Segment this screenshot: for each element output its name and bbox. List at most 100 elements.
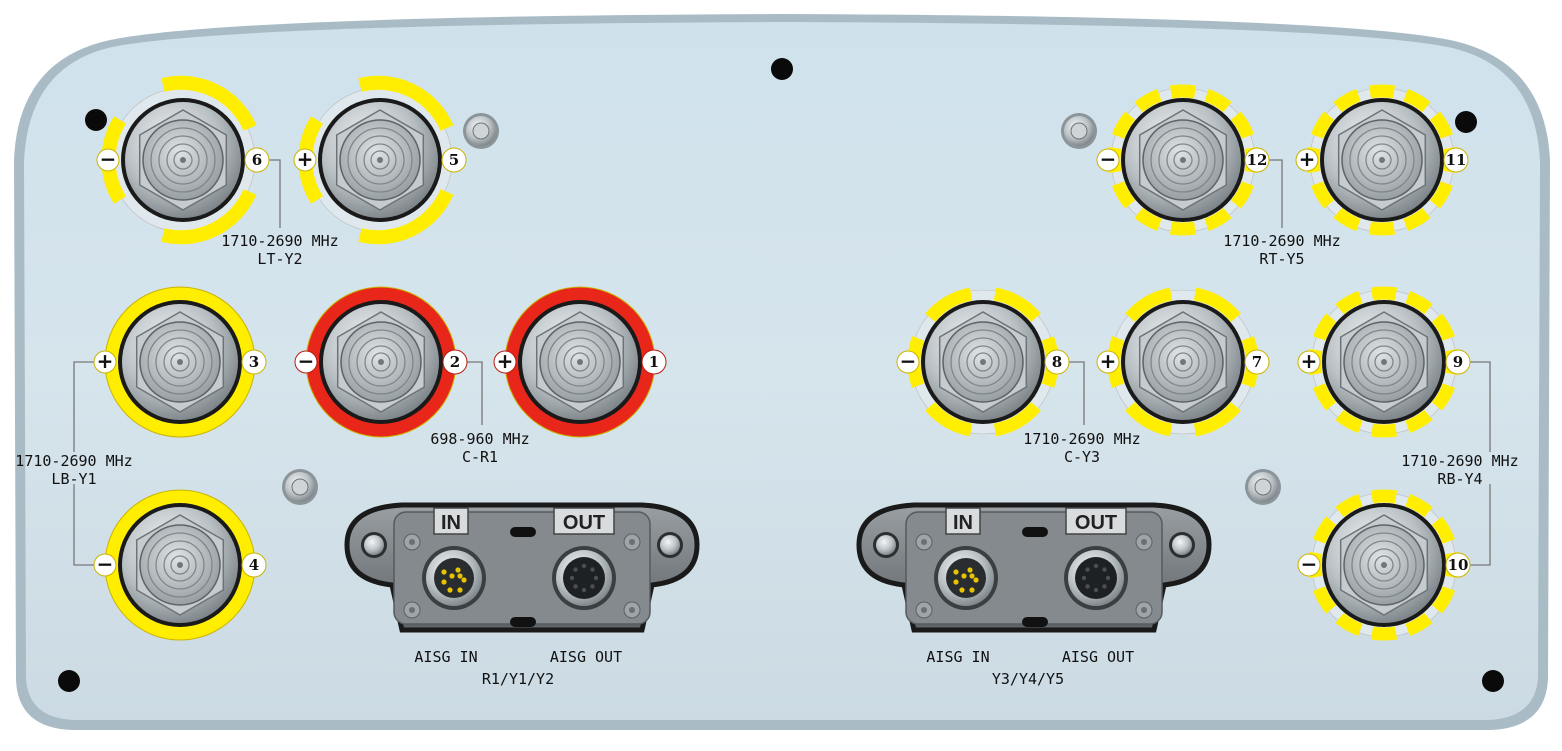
color-ring-dash <box>1313 383 1337 411</box>
color-ring-dash <box>1335 612 1363 636</box>
aisg-out-connector[interactable] <box>552 546 616 610</box>
rt-y5-id: RT-Y5 <box>1259 250 1304 268</box>
group-labels: 1710-2690 MHz LT-Y2 1710-2690 MHz RT-Y5 … <box>15 232 1518 488</box>
rf-port-10[interactable]: −10 <box>1297 489 1471 641</box>
port-number-badge <box>441 147 467 173</box>
polarity-sign: − <box>97 552 114 576</box>
aisg-group-label-2: Y3/Y4/Y5 <box>992 670 1064 688</box>
port-number-badge <box>1445 552 1471 578</box>
color-ring-dash <box>1204 89 1232 113</box>
polarity-sign: + <box>97 349 114 373</box>
port-number-badge <box>241 349 267 375</box>
color-ring-dash <box>1429 181 1453 209</box>
rt-y5-band: 1710-2690 MHz <box>1223 232 1340 250</box>
port-number-badge <box>241 552 267 578</box>
color-ring-dash <box>1112 111 1136 139</box>
polarity-badge <box>896 350 920 374</box>
polarity-badge <box>493 350 517 374</box>
screw <box>1245 469 1281 505</box>
color-ring-dash <box>1335 494 1363 518</box>
aisg-labels: AISG IN AISG OUT R1/Y1/Y2 AISG IN AISG O… <box>414 648 1134 688</box>
port-number: 5 <box>449 151 459 169</box>
color-ring-arc <box>1193 287 1241 323</box>
rf-port-6[interactable]: −6 <box>96 75 270 245</box>
mounting-hole <box>58 670 80 692</box>
mounting-hole <box>771 58 793 80</box>
rf-port-7[interactable]: +7 <box>1096 287 1270 437</box>
color-ring-dash <box>1431 383 1455 411</box>
color-ring-dash <box>1431 586 1455 614</box>
rf-port-9[interactable]: +9 <box>1297 286 1471 438</box>
polarity-sign: + <box>1301 349 1318 373</box>
aisg-in-label-1: AISG IN <box>414 648 477 666</box>
color-ring-arc <box>161 189 257 245</box>
aisg-in-connector[interactable] <box>934 546 998 610</box>
port-number: 12 <box>1247 151 1268 169</box>
aisg-out-badge: OUT <box>1075 512 1117 534</box>
color-ring-dash <box>1134 89 1162 113</box>
screws <box>282 113 1281 505</box>
color-ring-dash <box>1333 207 1361 231</box>
color-ring-dash <box>1405 494 1433 518</box>
rf-port-4[interactable]: −4 <box>93 489 267 641</box>
color-ring-dash <box>1335 291 1363 315</box>
rf-port-1[interactable]: +1 <box>493 286 667 438</box>
out-badge-box <box>1065 507 1127 535</box>
screw <box>1061 113 1097 149</box>
port-number: 8 <box>1052 353 1062 371</box>
lb-y1-band: 1710-2690 MHz <box>15 452 132 470</box>
polarity-badge <box>1295 148 1319 172</box>
rf-port-11[interactable]: +11 <box>1295 84 1469 236</box>
port-number-badge <box>1244 349 1270 375</box>
color-ring-dash <box>1112 181 1136 209</box>
color-ring-dash <box>1370 286 1398 301</box>
rf-port-8[interactable]: −8 <box>896 287 1070 437</box>
port-number-badge <box>1044 349 1070 375</box>
color-ring-dash <box>1403 89 1431 113</box>
rf-port-3[interactable]: +3 <box>93 286 267 438</box>
polarity-badge <box>93 553 117 577</box>
color-ring-dash <box>1335 409 1363 433</box>
c-r1-id: C-R1 <box>462 448 498 466</box>
color-ring-dash <box>1405 612 1433 636</box>
color-ring-dash <box>1311 181 1335 209</box>
color-ring-dash <box>1230 181 1254 209</box>
lt-y2-band: 1710-2690 MHz <box>221 232 338 250</box>
color-ring-dash <box>1230 111 1254 139</box>
color-ring-dash <box>1429 111 1453 139</box>
port-number: 3 <box>249 353 259 371</box>
polarity-badge <box>1297 350 1321 374</box>
port-number-badge <box>641 349 667 375</box>
port-number: 10 <box>1448 556 1469 574</box>
rf-port-2[interactable]: −2 <box>294 286 468 438</box>
port-number-badge <box>1244 147 1270 173</box>
aisg-in-label-2: AISG IN <box>926 648 989 666</box>
color-ring-dash <box>1370 626 1398 641</box>
color-ring-dash <box>1313 586 1337 614</box>
screw <box>282 469 318 505</box>
aisg-out-label-1: AISG OUT <box>550 648 622 666</box>
color-ring-arc <box>925 401 973 437</box>
lb-y1-id: LB-Y1 <box>51 470 96 488</box>
mounting-hole <box>1482 670 1504 692</box>
rf-port-5[interactable]: +5 <box>293 75 467 245</box>
polarity-sign: − <box>900 349 917 373</box>
out-badge-box <box>553 507 615 535</box>
polarity-sign: − <box>1100 147 1117 171</box>
color-ring-dash <box>1313 313 1337 341</box>
port-number: 1 <box>649 353 659 371</box>
color-ring-dash <box>1204 207 1232 231</box>
port-number-badge <box>1445 349 1471 375</box>
color-ring-dash <box>1169 84 1197 99</box>
port-number-badge <box>244 147 270 173</box>
rf-port-12[interactable]: − 12 <box>1096 84 1270 236</box>
lt-y2-id: LT-Y2 <box>257 250 302 268</box>
color-ring-dash <box>1313 516 1337 544</box>
aisg-out-connector[interactable] <box>1064 546 1128 610</box>
polarity-sign: − <box>100 147 117 171</box>
polarity-sign: + <box>1299 147 1316 171</box>
aisg-group-label-1: R1/Y1/Y2 <box>482 670 554 688</box>
aisg-in-connector[interactable] <box>422 546 486 610</box>
